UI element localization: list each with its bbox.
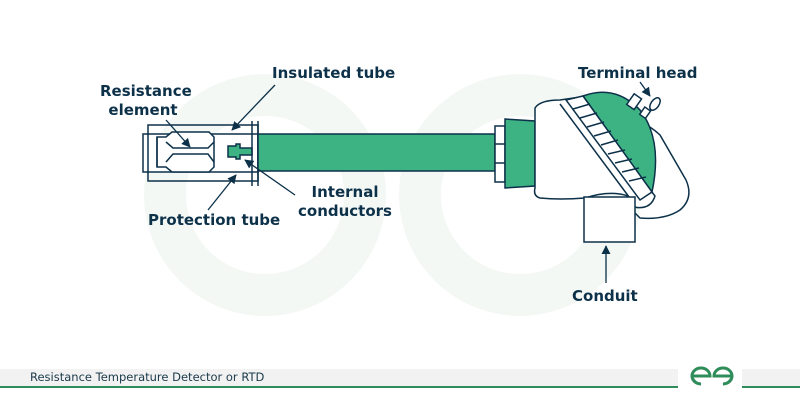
arrow-protection-tube xyxy=(207,174,237,211)
arrow-internal-conductors xyxy=(244,159,296,196)
arrow-resistance-element xyxy=(165,119,191,148)
resistance-element xyxy=(156,131,215,173)
footer-bar-left xyxy=(0,369,678,388)
hex-nut xyxy=(494,125,506,183)
conduit xyxy=(583,196,636,243)
terminal-cover xyxy=(581,91,657,194)
label-internal-conductors: Internal conductors xyxy=(297,183,393,221)
terminal-block-row xyxy=(564,95,654,202)
label-line: element xyxy=(108,101,178,119)
arrow-terminal-head xyxy=(639,81,651,97)
footer-caption: Resistance Temperature Detector or RTD xyxy=(30,370,265,384)
label-conduit: Conduit xyxy=(572,287,638,305)
arrow-insulated-tube xyxy=(231,84,276,131)
insulated-tube xyxy=(257,133,496,172)
footer: Resistance Temperature Detector or RTD xyxy=(0,369,800,388)
label-line: conductors xyxy=(298,202,392,220)
label-insulated-tube: Insulated tube xyxy=(272,64,396,82)
label-line: Resistance xyxy=(100,82,192,100)
footer-bar-right xyxy=(742,369,800,388)
label-line: Internal xyxy=(311,183,379,201)
label-protection-tube: Protection tube xyxy=(148,211,281,229)
gfg-logo-icon xyxy=(690,366,734,386)
label-terminal-head: Terminal head xyxy=(578,64,698,82)
label-resistance-element: Resistance element xyxy=(100,82,192,120)
